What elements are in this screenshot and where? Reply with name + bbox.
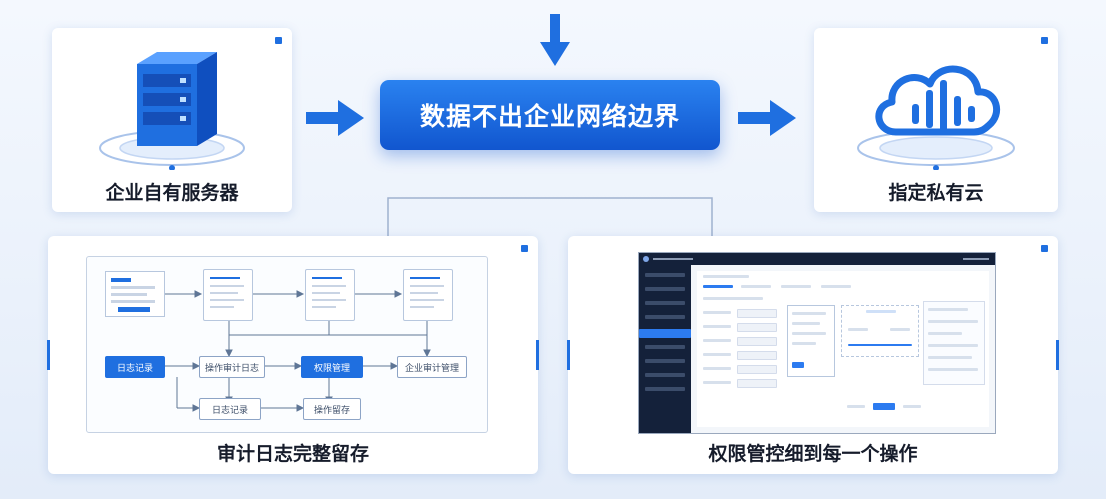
corner-marker: [521, 245, 528, 252]
audit-flow-panel: 日志记录 操作审计日志 权限管理 企业审计管理 日志记录 操作留存: [86, 256, 488, 433]
permission-card-label: 权限管控细到每一个操作: [708, 443, 918, 465]
flow-node-log-record-2: 日志记录: [199, 398, 261, 420]
audit-card: 日志记录 操作审计日志 权限管理 企业审计管理 日志记录 操作留存 审计日志完整…: [47, 236, 539, 474]
corner-marker: [275, 37, 282, 44]
side-marker: [1056, 340, 1059, 370]
admin-console-mock: [638, 252, 996, 434]
flow-node-operation-audit: 操作审计日志: [199, 356, 265, 378]
admin-console-icon: [643, 256, 649, 262]
server-card-label: 企业自有服务器: [105, 182, 239, 204]
console-sidebar: [639, 265, 691, 433]
arrow-right-icon: [738, 100, 796, 136]
record-card: [203, 269, 253, 321]
permission-tree: [841, 305, 919, 357]
permission-card: 权限管控细到每一个操作: [567, 236, 1059, 474]
core-principle-box: 数据不出企业网络边界: [380, 80, 720, 150]
console-topbar: [639, 253, 995, 265]
corner-marker: [1041, 245, 1048, 252]
flow-node-operation-retain: 操作留存: [303, 398, 361, 420]
record-card: [305, 269, 355, 321]
cloud-card: 指定私有云: [814, 28, 1058, 212]
flow-node-enterprise-audit: 企业审计管理: [397, 356, 467, 378]
arrow-right-icon: [306, 100, 364, 136]
side-marker: [536, 340, 539, 370]
arrow-down-icon: [540, 14, 570, 66]
corner-marker: [1041, 37, 1048, 44]
log-form-mock: [105, 271, 165, 317]
server-rack-icon: [99, 52, 245, 170]
flow-node-log-record: 日志记录: [105, 356, 165, 378]
audit-card-label: 审计日志完整留存: [216, 443, 369, 465]
permission-popup: [787, 305, 835, 377]
record-card: [403, 269, 453, 321]
cloud-card-label: 指定私有云: [888, 182, 984, 204]
cloud-signal-icon: [857, 65, 1015, 170]
core-principle-label: 数据不出企业网络边界: [419, 102, 680, 131]
connector-lines: [387, 197, 713, 240]
flow-node-permission: 权限管理: [301, 356, 363, 378]
server-card: 企业自有服务器: [52, 28, 292, 212]
permission-list: [923, 301, 985, 385]
console-content: [697, 271, 989, 427]
side-marker: [47, 340, 50, 370]
side-marker: [567, 340, 570, 370]
